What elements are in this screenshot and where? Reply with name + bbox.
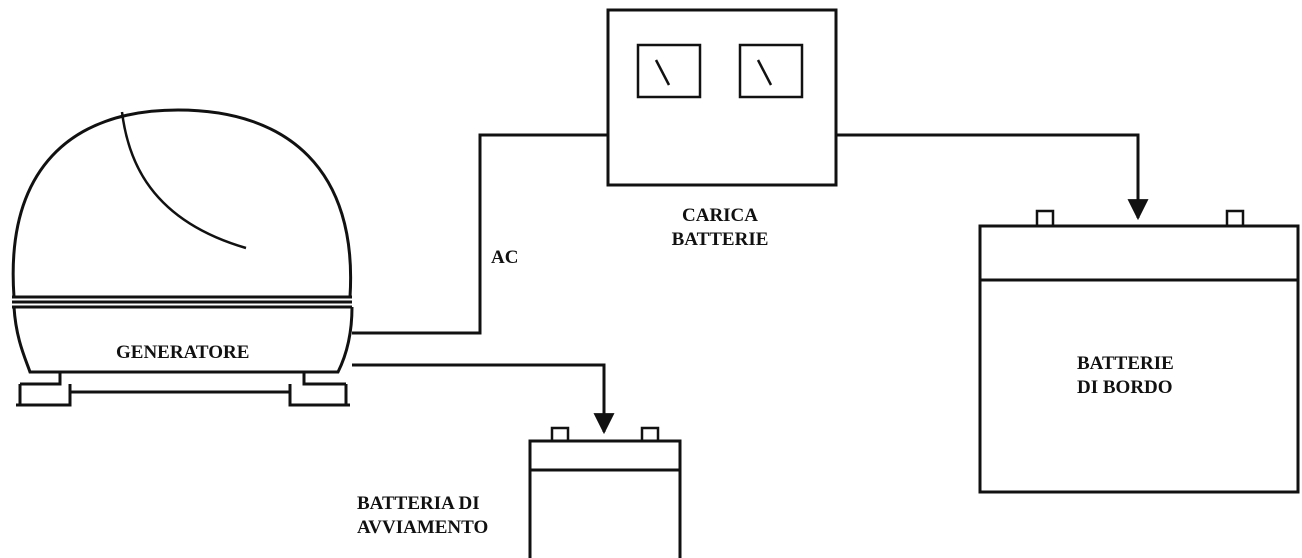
battery-charger	[606, 8, 838, 187]
starter-battery-label-line1: BATTERIA DI	[357, 493, 480, 514]
charger-meter-left	[636, 43, 702, 99]
generator-label: GENERATORE	[116, 342, 250, 363]
ac-wire	[352, 133, 608, 335]
house-battery-label: BATTERIE DI BORDO	[1077, 352, 1174, 400]
starter-battery-label-line2: AVVIAMENTO	[357, 517, 489, 538]
ac-label: AC	[491, 247, 519, 268]
charger-label-line1: CARICA	[682, 205, 758, 226]
house-battery-label-line1: BATTERIE	[1077, 353, 1174, 374]
house-wire	[836, 133, 1149, 221]
starter-wire	[352, 363, 615, 435]
starter-battery-label: BATTERIA DI AVVIAMENTO	[357, 492, 488, 540]
house-battery-label-line2: DI BORDO	[1077, 377, 1173, 398]
generator-shape	[11, 108, 354, 407]
house-battery	[978, 209, 1300, 494]
starter-battery	[528, 426, 682, 558]
charger-meter-right	[738, 43, 804, 99]
charger-label-line2: BATTERIE	[671, 229, 769, 250]
charger-label: CARICA BATTERIE	[650, 204, 790, 252]
